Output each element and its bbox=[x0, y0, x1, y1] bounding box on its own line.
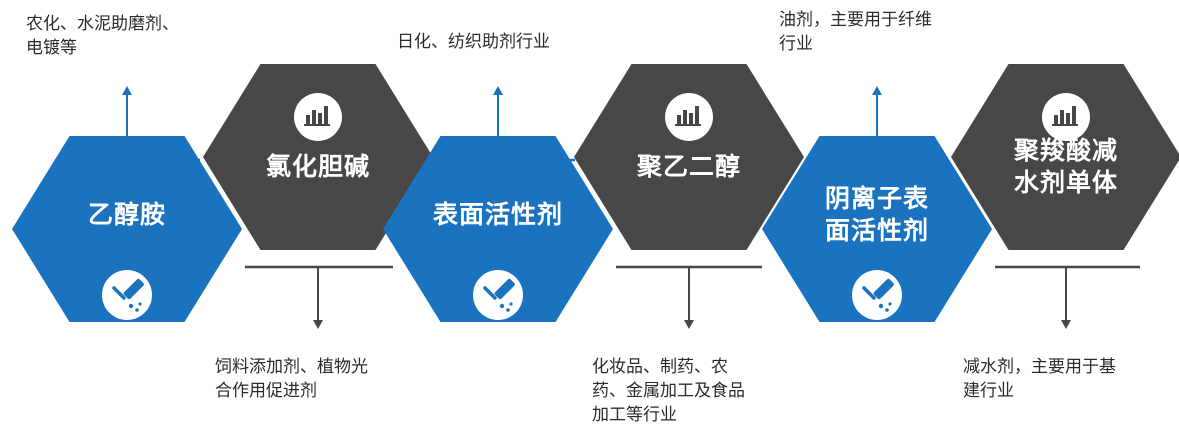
bar-chart-icon bbox=[1042, 93, 1090, 141]
hexagon-4 bbox=[574, 64, 804, 250]
caption-4: 化妆品、制药、农 药、金属加工及食品 加工等行业 bbox=[592, 357, 745, 425]
arrow-up-icon bbox=[493, 86, 503, 95]
hexagon-3 bbox=[383, 136, 613, 322]
bar-chart-icon bbox=[294, 93, 342, 141]
paint-roller-icon bbox=[852, 270, 902, 320]
arrow-down-icon bbox=[313, 320, 323, 329]
hex-title-6: 聚羧酸减 水剂单体 bbox=[1013, 136, 1118, 197]
hex-title-4: 聚乙二醇 bbox=[636, 152, 741, 181]
arrow-down-icon bbox=[1061, 320, 1071, 329]
arrow-up-icon bbox=[872, 86, 882, 95]
paint-roller-icon bbox=[473, 270, 523, 320]
hexagon-1 bbox=[12, 136, 242, 322]
caption-3: 日化、纺织助剂行业 bbox=[397, 32, 550, 52]
hex-title-1: 乙醇胺 bbox=[87, 200, 166, 229]
caption-5: 油剂，主要用于纤维 行业 bbox=[779, 10, 932, 54]
bar-chart-icon bbox=[665, 93, 713, 141]
caption-1: 农化、水泥助磨剂、 电镀等 bbox=[26, 14, 179, 58]
hex-title-2: 氯化胆碱 bbox=[265, 152, 370, 181]
hexagon-6 bbox=[951, 64, 1179, 250]
caption-2: 饲料添加剂、植物光 合作用促进剂 bbox=[215, 357, 368, 401]
hexagon-5 bbox=[762, 136, 992, 322]
hex-title-3: 表面活性剂 bbox=[432, 200, 563, 229]
hexagon-2 bbox=[203, 64, 433, 250]
caption-6: 减水剂，主要用于基 建行业 bbox=[963, 357, 1116, 401]
paint-roller-icon bbox=[102, 270, 152, 320]
arrow-up-icon bbox=[122, 86, 132, 95]
arrow-down-icon bbox=[684, 320, 694, 329]
hex-title-5: 阴离子表 面活性剂 bbox=[824, 184, 929, 245]
